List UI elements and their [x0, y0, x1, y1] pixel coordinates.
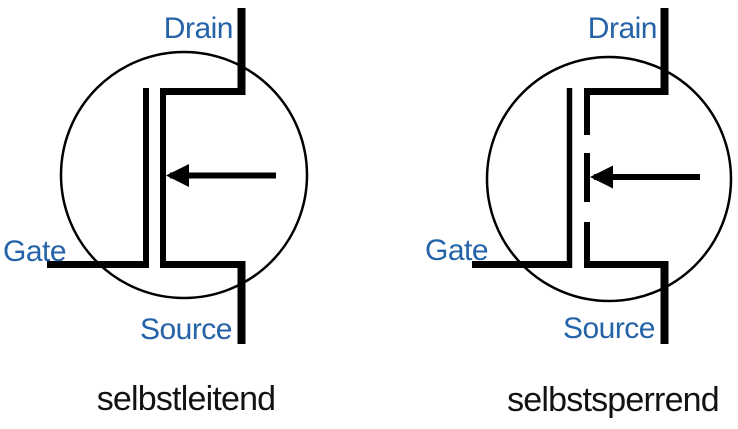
transistor-circle: [485, 55, 733, 303]
mosfet-symbol-depletion: Drain Gate Source selbstleitend: [3, 8, 309, 418]
source-label: Source: [140, 313, 232, 346]
drain-label: Drain: [588, 12, 657, 45]
transistor-circle: [59, 50, 309, 300]
drain-label: Drain: [164, 12, 233, 45]
channel-arrowhead: [590, 165, 613, 189]
source-label: Source: [563, 312, 655, 345]
symbol-caption: selbstsperrend: [507, 381, 719, 419]
symbol-caption: selbstleitend: [97, 380, 276, 418]
gate-label: Gate: [425, 234, 488, 267]
mosfet-symbol-enhancement: Drain Gate Source selbstsperrend: [425, 8, 733, 419]
gate-label: Gate: [3, 235, 66, 268]
channel-arrowhead: [166, 164, 189, 187]
